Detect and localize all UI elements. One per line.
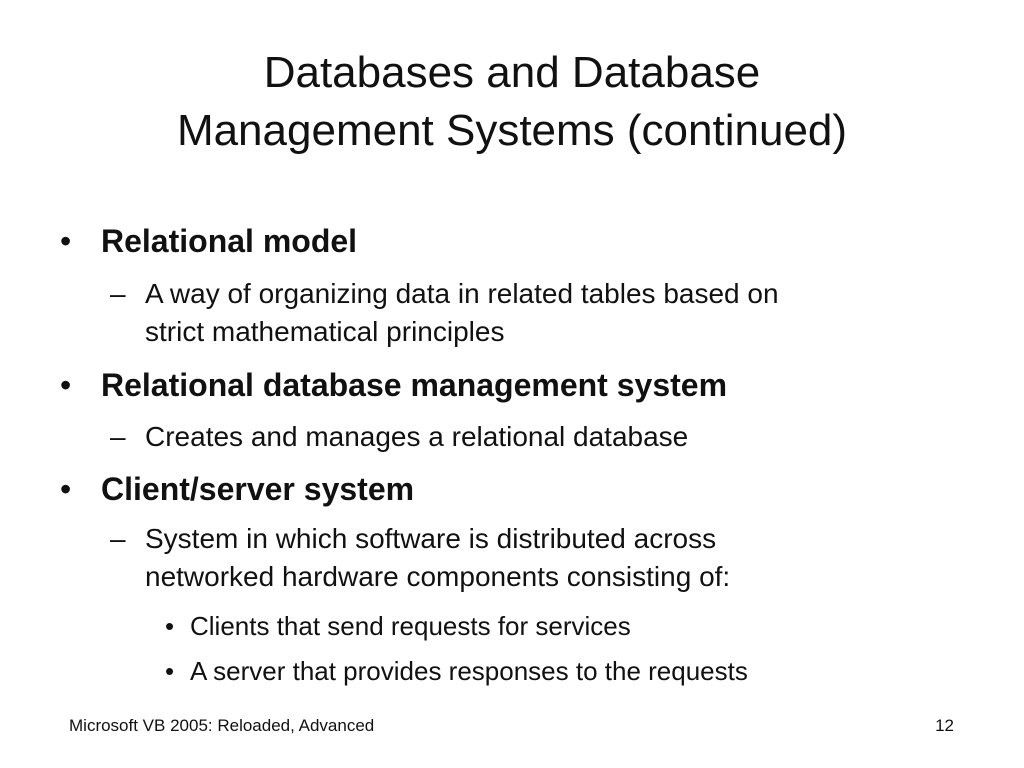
bullet-heading: Relational model <box>101 223 358 259</box>
bullet-marker: • <box>60 367 72 403</box>
bullet-marker: • <box>60 471 72 507</box>
bullet-marker: • <box>60 223 72 259</box>
sub-sub-bullet-text: Clients that send requests for services <box>190 611 631 641</box>
slide-title: Databases and Database Management System… <box>0 44 1024 160</box>
slide-title-line-1: Databases and Database <box>263 48 761 97</box>
bullet-marker: • <box>165 656 175 686</box>
sub-bullet-line-1: Creates and manages a relational databas… <box>145 421 689 452</box>
dash-marker: – <box>110 523 126 554</box>
sub-bullet-line-2: networked hardware components consisting… <box>145 561 731 592</box>
sub-bullet-text: A way of organizing data in related tabl… <box>145 275 779 351</box>
bullet-heading: Relational database management system <box>101 367 728 403</box>
footer-page-number: 12 <box>935 716 954 735</box>
bullet-heading: Client/server system <box>101 471 415 507</box>
sub-bullet-text: System in which software is distributed … <box>145 520 730 596</box>
dash-marker: – <box>110 421 126 452</box>
bullet-marker: • <box>165 611 175 641</box>
sub-bullet-line-2: strict mathematical principles <box>145 316 505 347</box>
footer-course-title: Microsoft VB 2005: Reloaded, Advanced <box>69 716 375 735</box>
slide-title-line-2: Management Systems (continued) <box>176 106 848 155</box>
sub-sub-bullet-text: A server that provides responses to the … <box>190 656 748 686</box>
dash-marker: – <box>110 278 126 309</box>
sub-bullet-line-1: A way of organizing data in related tabl… <box>145 278 779 309</box>
sub-bullet-text: Creates and manages a relational databas… <box>145 418 688 456</box>
sub-bullet-line-1: System in which software is distributed … <box>145 523 717 554</box>
